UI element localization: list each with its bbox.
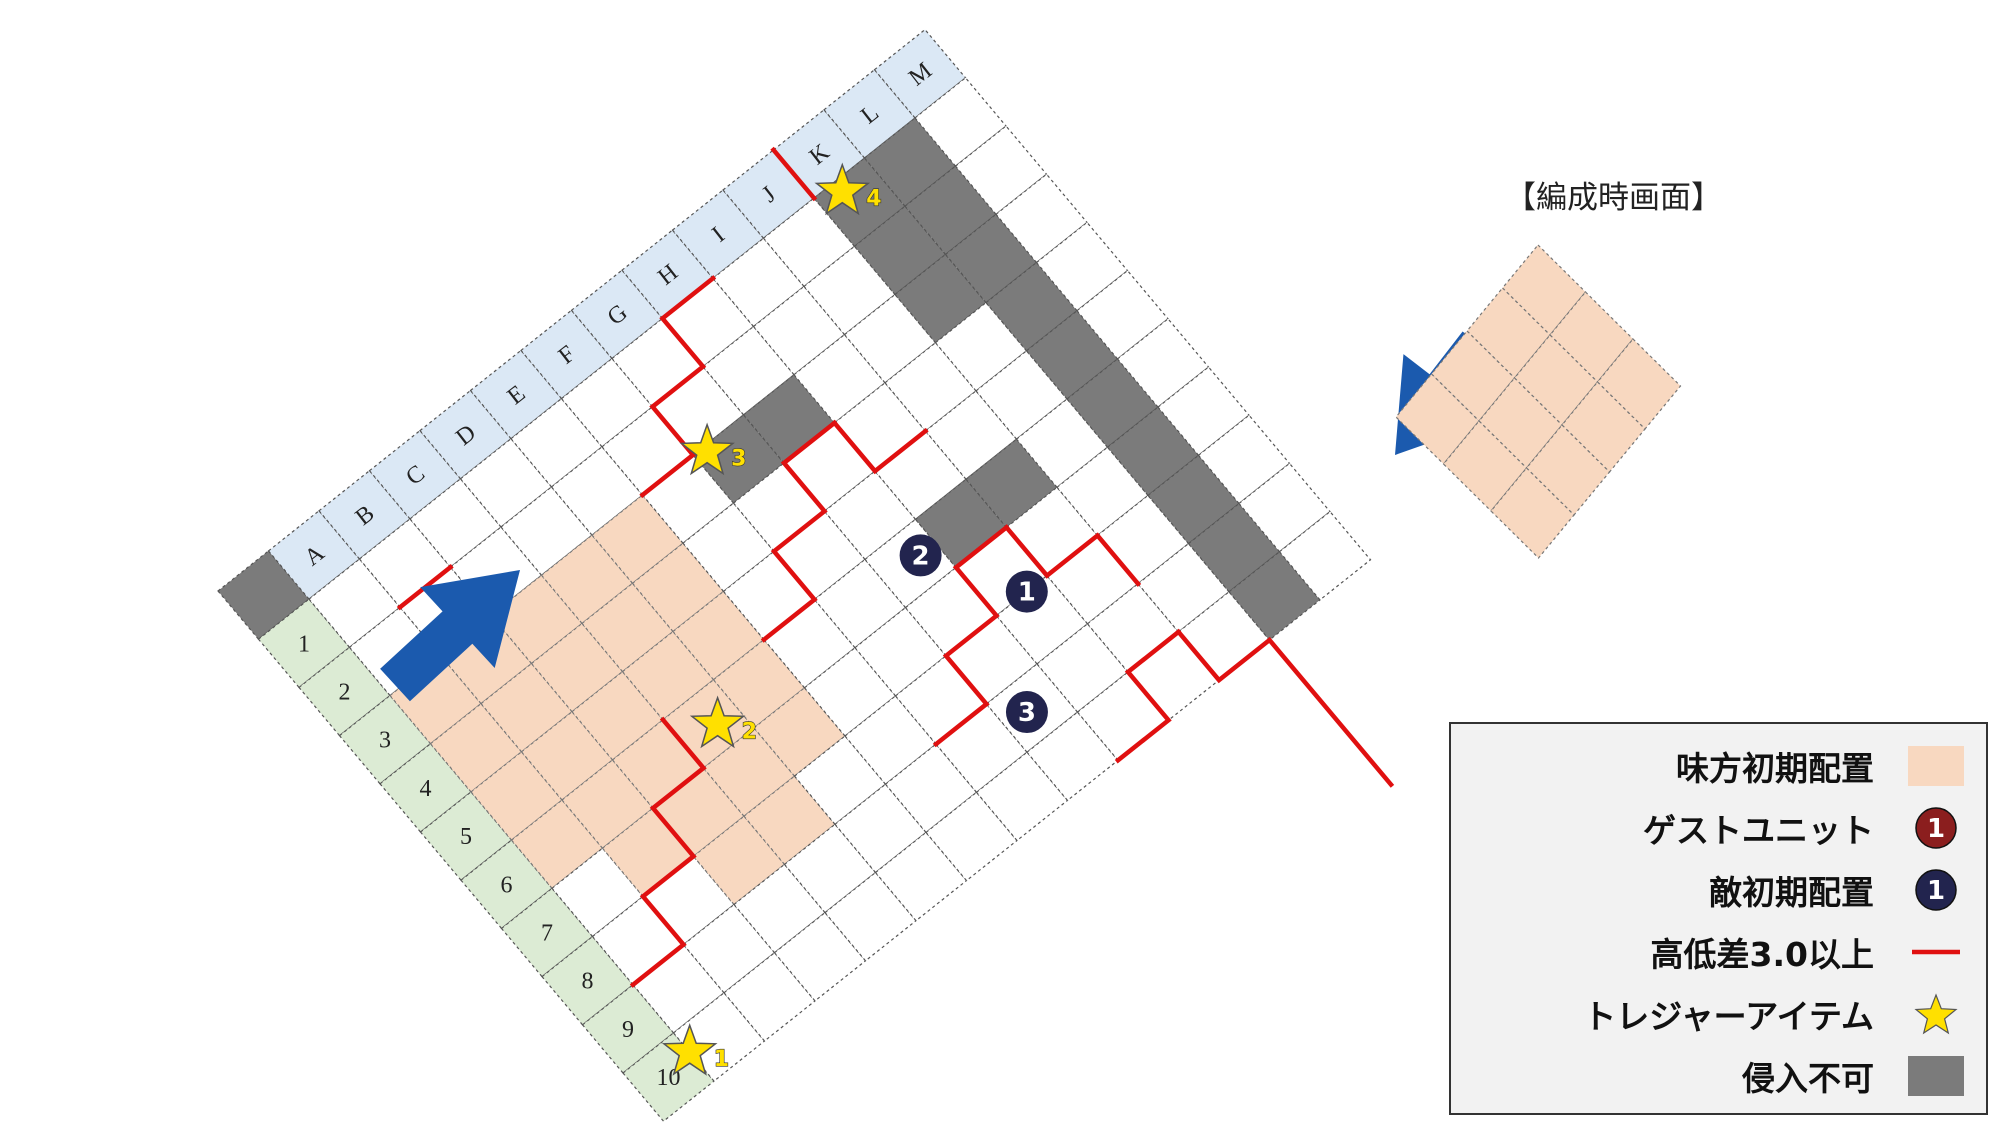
formation-cell xyxy=(1490,467,1575,559)
treasure-star: 2 xyxy=(689,695,758,749)
map-cell xyxy=(1278,510,1372,601)
treasure-star: 4 xyxy=(814,162,882,216)
row-label: 9 xyxy=(622,1017,634,1043)
height-difference-line xyxy=(1114,628,1182,764)
height-line-swatch xyxy=(1908,930,1964,974)
height-difference-line xyxy=(1003,524,1142,587)
legend-item-blocked: 侵入不可 xyxy=(1451,1046,1986,1106)
treasure-star: 3 xyxy=(679,422,747,476)
height-difference-line xyxy=(831,419,929,475)
enemy-unit: 1 xyxy=(1005,570,1048,613)
row-label: 8 xyxy=(582,969,594,995)
legend-label: 侵入不可 xyxy=(1742,1059,1874,1098)
height-difference-line xyxy=(770,146,818,202)
height-difference-lines xyxy=(396,146,1395,988)
svg-text:2: 2 xyxy=(912,541,930,571)
legend-item-guest: ゲストユニット 1 xyxy=(1451,798,1986,858)
legend-panel: 味方初期配置ゲストユニット 1 敵初期配置 1 高低差3.0以上トレジャーアイテム侵入不… xyxy=(1449,722,1988,1115)
row-label: 3 xyxy=(379,728,391,754)
treasure-star: 1 xyxy=(661,1022,730,1076)
legend-label: 敵初期配置 xyxy=(1709,873,1874,912)
enemy-unit: 2 xyxy=(899,534,942,577)
formation-grid xyxy=(1395,244,1682,559)
row-label: 2 xyxy=(339,679,351,705)
legend-label: ゲストユニット xyxy=(1643,811,1874,850)
height-difference-line xyxy=(760,419,838,643)
height-difference-line xyxy=(1175,628,1395,788)
legend-item-ally: 味方初期配置 xyxy=(1451,736,1986,796)
enemy-unit-icon: 1 xyxy=(1908,868,1964,912)
row-label: 4 xyxy=(420,776,432,802)
blocked-swatch xyxy=(1908,1054,1964,1098)
height-difference-line xyxy=(629,716,707,988)
svg-text:1: 1 xyxy=(714,1047,729,1072)
legend-item-enemy: 敵初期配置 1 xyxy=(1451,860,1986,920)
svg-text:3: 3 xyxy=(1018,698,1036,728)
map-markers: 1 2 3 4 2 1 3 xyxy=(661,162,1048,1076)
row-label: 1 xyxy=(298,631,310,657)
guest-unit-icon: 1 xyxy=(1908,806,1964,850)
svg-text:2: 2 xyxy=(742,720,757,745)
ally-swatch xyxy=(1908,744,1964,788)
svg-text:1: 1 xyxy=(1927,814,1945,844)
svg-text:1: 1 xyxy=(1927,876,1945,906)
svg-text:3: 3 xyxy=(731,447,746,472)
legend-item-height: 高低差3.0以上 xyxy=(1451,922,1986,982)
legend-label: 味方初期配置 xyxy=(1676,749,1874,788)
row-label: 7 xyxy=(541,920,553,946)
row-label: 6 xyxy=(501,872,513,898)
svg-text:4: 4 xyxy=(866,187,881,212)
enemy-unit: 3 xyxy=(1005,691,1048,734)
legend-item-treasure: トレジャーアイテム xyxy=(1451,984,1986,1044)
legend-label: トレジャーアイテム xyxy=(1583,997,1874,1036)
height-difference-line xyxy=(639,275,717,499)
formation-screen-title: 【編成時画面】 xyxy=(1505,180,1722,216)
star-icon xyxy=(1908,992,1964,1036)
height-difference-line xyxy=(932,524,1010,748)
svg-text:1: 1 xyxy=(1018,578,1036,608)
legend-label: 高低差3.0以上 xyxy=(1650,935,1874,974)
deploy-arrow xyxy=(380,570,520,702)
row-label: 5 xyxy=(460,824,472,850)
